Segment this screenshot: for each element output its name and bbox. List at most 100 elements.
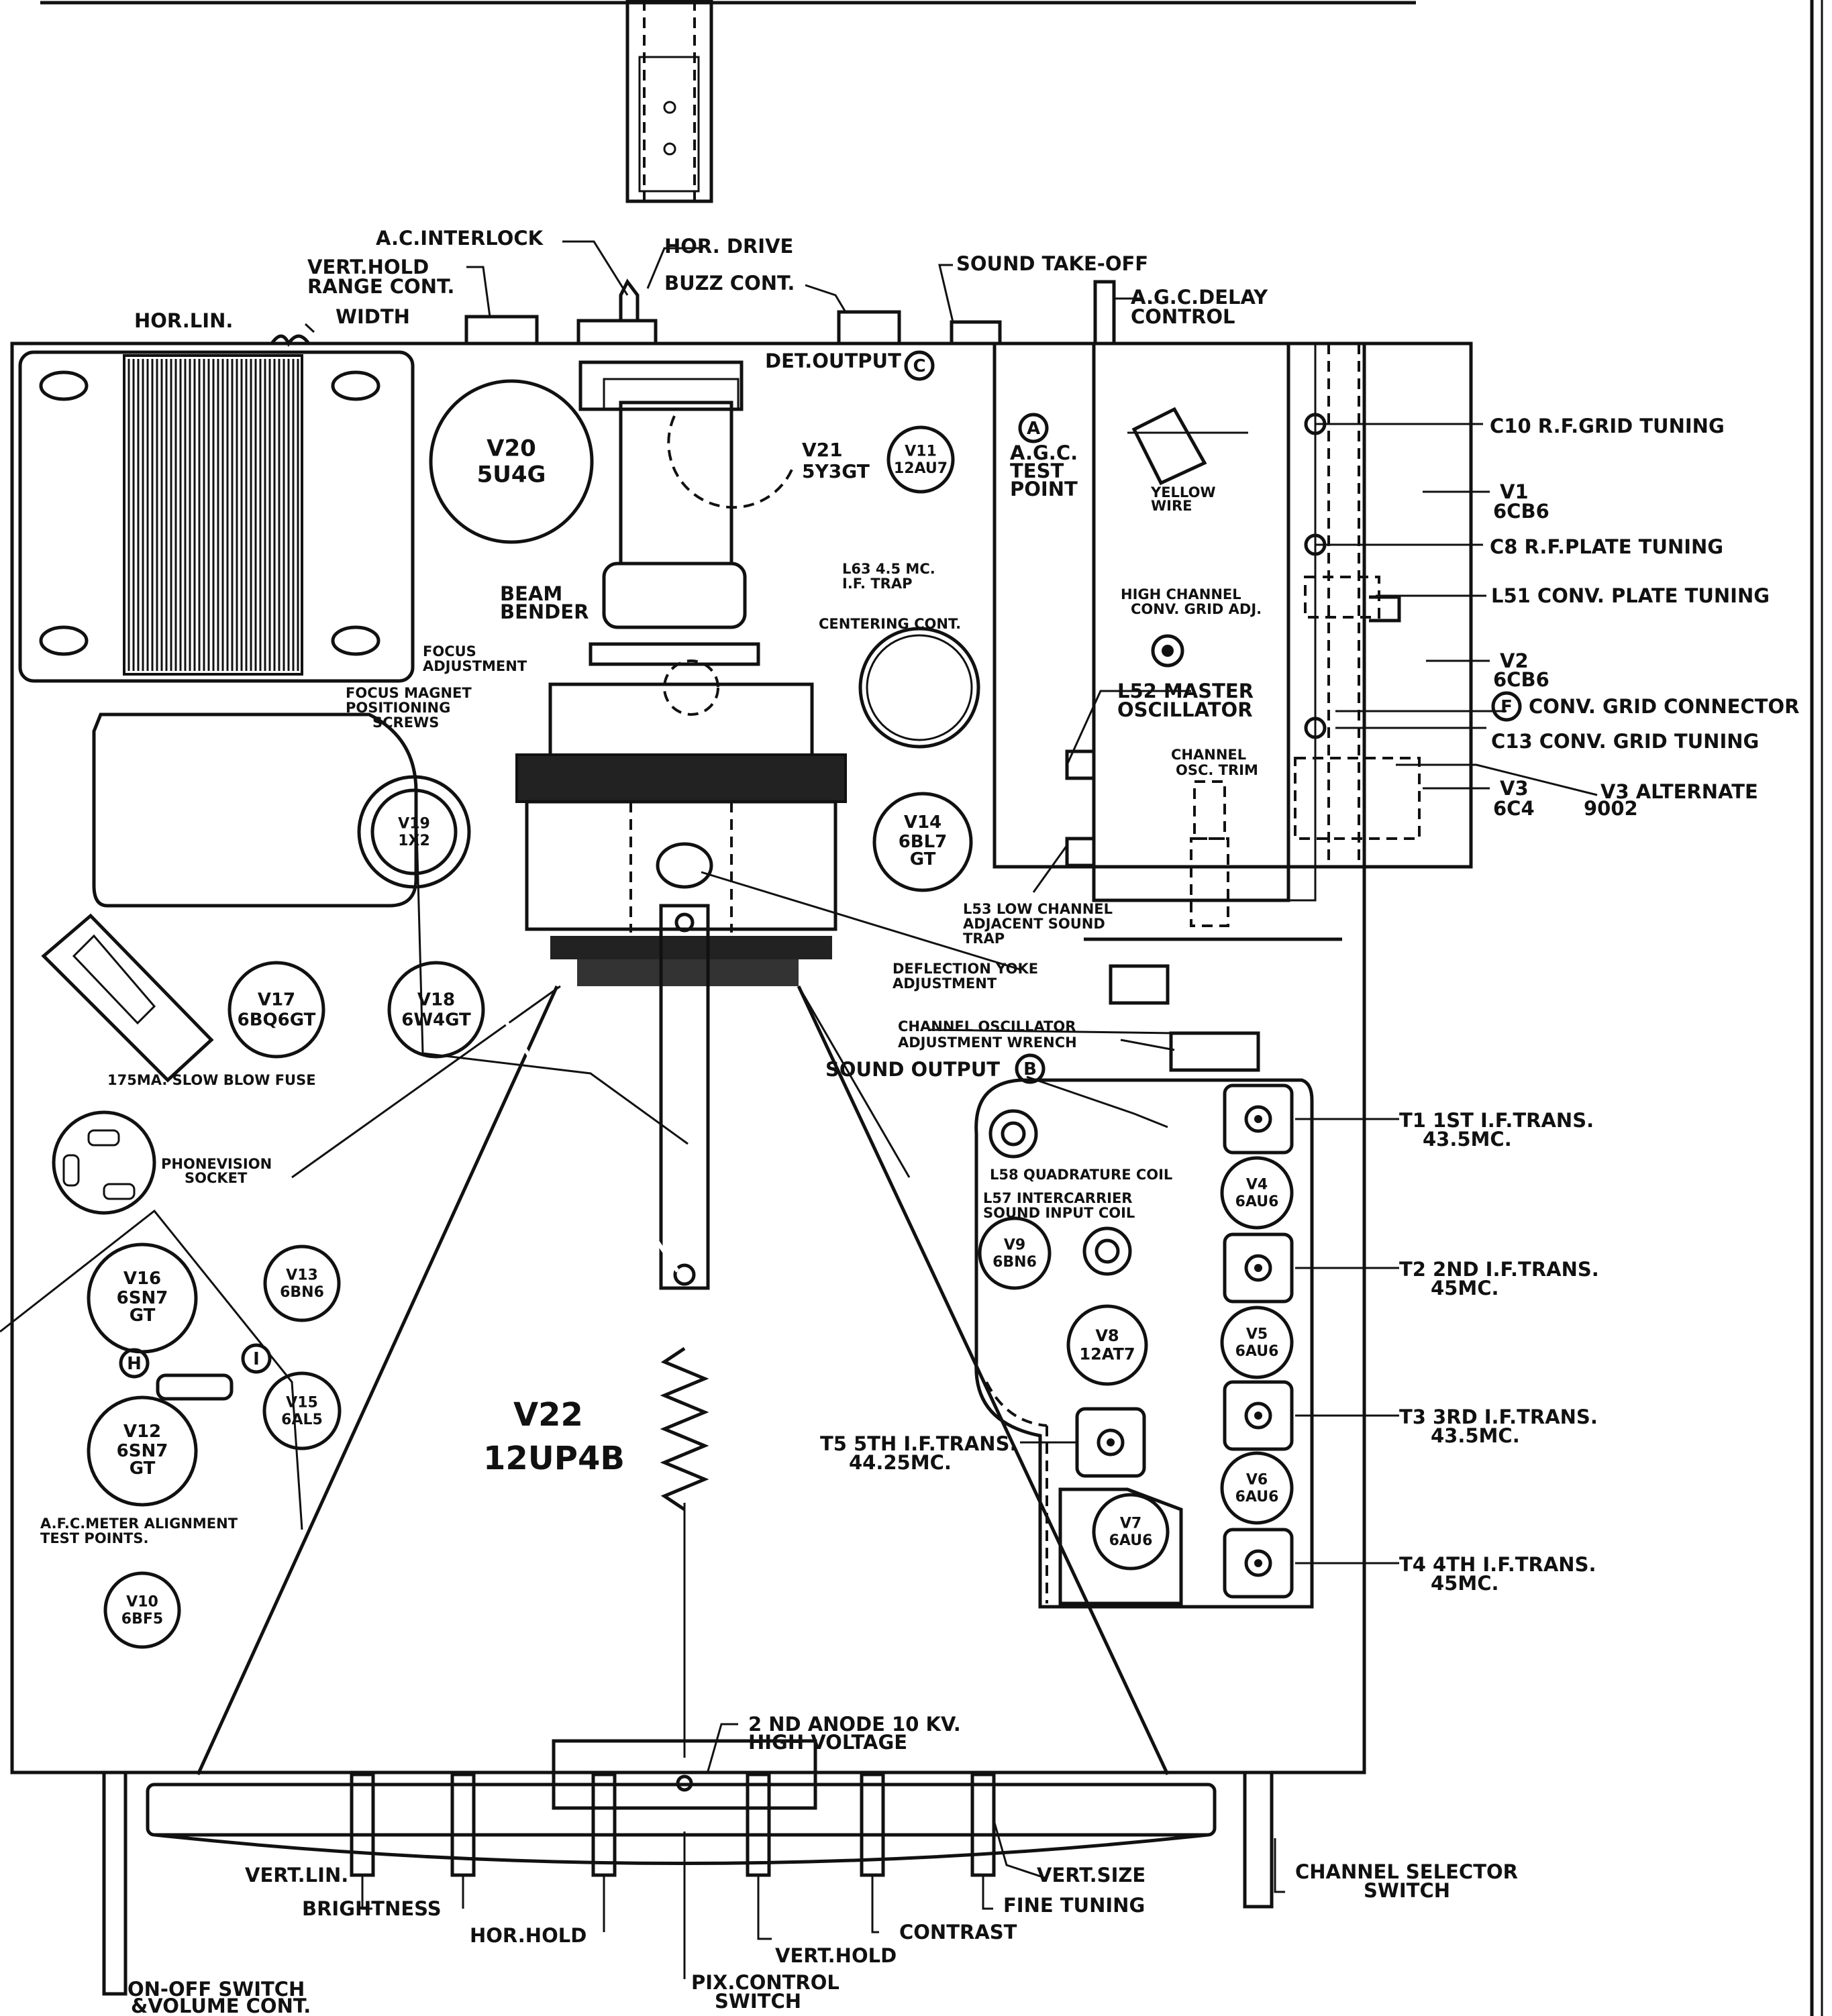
label-beam-bender-2: BENDER [500,600,589,623]
leader-line-29 [707,1723,738,1772]
label-buzz-cont: BUZZ CONT. [664,272,795,295]
leader-line-36 [757,1875,772,1940]
tube-v16-type2: GT [130,1306,156,1326]
label-channel-osc-trim-1: CHANNEL [1171,747,1246,763]
label-beam-bender-1: BEAM [500,582,562,605]
label-centering: CENTERING CONT. [819,616,961,632]
test-point-letter: A [1027,419,1040,439]
tube-v15-type: 6AL5 [281,1412,323,1428]
tube-v4-name: V4 [1246,1177,1268,1193]
tube-v14-name: V14 [904,812,942,833]
control-shaft-4 [746,1772,771,1877]
tube-v7-type: 6AU6 [1109,1532,1153,1549]
leader-line-21 [415,804,689,1145]
label-l51: L51 CONV. PLATE TUNING [1491,584,1770,607]
label-t4-1: T4 4TH I.F.TRANS. [1399,1553,1596,1576]
if-can-4 [1223,1528,1294,1599]
tube-v8-type: 12AT7 [1079,1345,1135,1364]
centering-ring [858,627,980,749]
v22-name: V22 [513,1396,583,1434]
leader-line-19 [1032,845,1068,893]
label-v1-type: 6CB6 [1493,500,1549,523]
label-anode-2: HIGH VOLTAGE [748,1731,907,1754]
tube-v10-name: V10 [126,1594,158,1611]
label-high-channel-1: HIGH CHANNEL [1121,586,1241,602]
label-t2-2: 45MC. [1431,1277,1499,1299]
test-point-c: C [904,350,935,381]
if-can-1 [1223,1083,1294,1155]
label-agc-delay-2: CONTROL [1131,305,1235,328]
label-l57-2: SOUND INPUT COIL [983,1205,1135,1221]
label-t2-1: T2 2ND I.F.TRANS. [1399,1258,1599,1281]
label-l57-1: L57 INTERCARRIER [983,1190,1132,1206]
label-v1-name: V1 [1500,480,1529,503]
leader-line-1 [562,240,629,296]
label-channel-selector-1: CHANNEL SELECTOR [1295,1860,1518,1883]
tuner-assembly [993,341,1473,1072]
label-deflection-2: ADJUSTMENT [893,975,997,992]
tube-v12-name: V12 [123,1422,161,1442]
label-t5-2: 44.25MC. [849,1451,952,1474]
tube-v18-name: V18 [417,990,455,1010]
label-focus-adj-2: ADJUSTMENT [423,658,527,674]
tube-v12-type2: GT [130,1458,156,1479]
label-width: WIDTH [336,305,410,328]
label-v3-type: 6C4 [1493,797,1535,820]
control-shaft-1 [350,1772,375,1877]
tube-v21-type: 5Y3GT [802,460,870,482]
test-point-f: F [1491,691,1522,722]
label-focus-magnet-2: POSITIONING [346,700,450,716]
tube-v16-name: V16 [123,1269,161,1289]
label-hor-hold: HOR.HOLD [470,1924,587,1947]
label-v3-alt: V3 ALTERNATE [1600,780,1758,803]
label-conv-grid-connector: CONV. GRID CONNECTOR [1529,695,1799,718]
label-agc-delay-1: A.G.C.DELAY [1131,286,1268,309]
label-l58: L58 QUADRATURE COIL [990,1167,1172,1183]
leader-line-2 [646,247,703,289]
label-ac-interlock: A.C.INTERLOCK [376,227,544,250]
label-vert-hold-range-2: RANGE CONT. [307,275,454,298]
leader-line-4 [805,284,847,313]
tube-v18-type: 6W4GT [401,1010,471,1030]
label-agc-test-2: TEST [1010,460,1064,482]
label-l63-1: L63 4.5 MC. [842,561,935,577]
test-point-letter: I [253,1349,260,1369]
label-focus-magnet-1: FOCUS MAGNET [346,685,472,701]
if-transformers [988,1083,1294,1599]
label-focus-magnet-3: SCREWS [372,714,439,731]
label-phonevision-2: SOCKET [185,1170,248,1186]
label-l52-2: OSCILLATOR [1117,698,1253,721]
label-yellow-wire-2: WIRE [1151,498,1192,514]
label-focus-adj-1: FOCUS [423,643,476,659]
tube-v20-type: 5U4G [477,462,546,488]
label-sound-takeoff: SOUND TAKE-OFF [956,252,1148,275]
tube-v10-type: 6BF5 [121,1611,163,1628]
leader-line-7 [304,323,315,333]
tube-v15-name: V15 [286,1395,318,1412]
label-anode-1: 2 ND ANODE 10 KV. [748,1713,961,1736]
tube-v4-type: 6AU6 [1235,1193,1279,1210]
tubes-layer: V205U4GV1112AU7V215Y3GTV191X2V146BL7GTV1… [87,379,1294,1649]
label-t1-2: 43.5MC. [1423,1128,1512,1151]
label-det-output: DET.OUTPUT [765,350,901,372]
if-can-5 [1075,1407,1146,1478]
test-point-h: H [119,1348,150,1379]
label-t3-2: 43.5MC. [1431,1424,1520,1447]
tube-v19-name: V19 [398,816,430,833]
tube-v5-type: 6AU6 [1235,1343,1279,1360]
label-phonevision-1: PHONEVISION [161,1156,272,1172]
label-fuse: 175MA. SLOW BLOW FUSE [107,1072,316,1088]
test-point-b: B [1015,1053,1046,1084]
label-on-off-2: &VOLUME CONT. [131,1995,311,2016]
tube-v7-name: V7 [1120,1516,1141,1532]
